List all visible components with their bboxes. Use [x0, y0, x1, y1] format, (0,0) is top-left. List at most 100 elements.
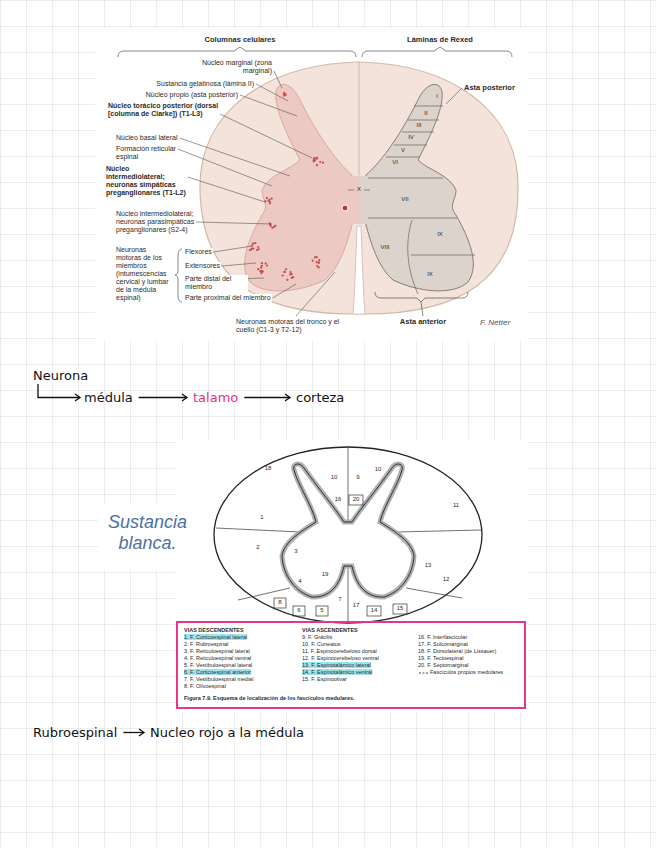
handwritten-note: Nucleo rojo a la médula	[150, 726, 304, 741]
legend-entry: 6. F. Corticoespinal anterior	[184, 669, 251, 675]
callout-number: 8	[273, 599, 287, 606]
legend-entry: 11. F. Espinocerebeloso dorsal	[302, 648, 417, 654]
neuron-dot	[254, 242, 256, 244]
neuron-dot	[271, 227, 273, 229]
legend-entry: 10. F. Cuneatus	[302, 641, 417, 647]
brackets	[118, 47, 512, 316]
callout-number: 16	[331, 496, 345, 503]
part-label: Asta anterior	[392, 318, 454, 327]
part-label: Flexores	[184, 248, 213, 256]
arrow-head	[75, 394, 80, 401]
lamina-lines	[348, 106, 475, 294]
callout-number: 9	[351, 474, 365, 481]
leader-line	[180, 138, 291, 176]
callout-number: 7	[333, 596, 347, 603]
handwritten-note: talamo	[193, 391, 238, 406]
callout-number: 13	[421, 562, 435, 569]
callout-number: 17	[349, 602, 363, 609]
neuron-dot	[316, 164, 318, 166]
legend-box: VIAS DESCENDENTES1. F. Corticoespinal la…	[176, 621, 526, 709]
legend-entry: 2. F. Rubroespinal	[184, 641, 299, 647]
part-label: Núcleo torácico posterior (dorsal [colum…	[108, 102, 220, 118]
legend-entry: 16. F. Interfascicular	[418, 634, 523, 640]
neuron-dot	[316, 157, 318, 159]
lamina-number: VI	[388, 159, 402, 166]
neuron-dot	[285, 268, 287, 270]
gray-matter-right	[366, 84, 473, 290]
part-label: Núcleo marginal (zona marginal)	[200, 59, 272, 75]
neuron-dot	[257, 268, 259, 270]
part-label: Núcleo basal lateral	[116, 134, 226, 142]
lamina-number: VII	[398, 196, 412, 203]
neuron-dot	[322, 162, 324, 164]
leader-line	[273, 284, 296, 298]
text-patch	[98, 505, 196, 570]
legend-entry: 4. F. Reticuloespinal ventral	[184, 655, 299, 661]
hand-arrow	[244, 397, 290, 398]
leader-line	[296, 272, 335, 316]
part-label: Núcleo propio (asta posterior)	[108, 91, 238, 99]
lamina-number: X	[352, 186, 366, 193]
neuron-dots	[249, 92, 324, 281]
lamina-number: IX	[423, 271, 437, 278]
legend-entry: 14. F. Espinotalámico ventral	[302, 669, 372, 675]
neuron-dot	[314, 157, 316, 159]
legend-entry: 13. F. Espinotalámico lateral	[302, 662, 371, 668]
signature: F. Netter	[480, 318, 510, 327]
neuron-dot	[269, 202, 271, 204]
lamina-number: IV	[404, 134, 418, 141]
neuron-dot	[266, 197, 268, 199]
callout-number: 12	[439, 576, 453, 583]
leader-line	[214, 246, 252, 252]
neuron-dot	[274, 225, 276, 227]
part-label: Parte proximal del miembro	[184, 294, 272, 302]
neuron-dot	[291, 277, 293, 279]
arrow-head	[139, 729, 144, 736]
lamina-number: IX	[433, 231, 447, 238]
overlay-title: Sustancia blanca.	[100, 512, 195, 553]
white-matter-outline	[214, 447, 482, 623]
callout-number: 14	[367, 607, 381, 614]
neuron-dot	[259, 270, 261, 272]
arrow-head	[182, 394, 187, 401]
lamina-number: II	[419, 110, 433, 117]
part-label: Asta posterior	[464, 84, 526, 93]
neuron-dot	[258, 248, 260, 250]
part-label: Neuronas motoras de los miembros (intume…	[116, 246, 173, 302]
hand-arrow	[139, 397, 187, 398]
arrow-head	[285, 394, 290, 401]
legend-entry: 3. F. Reticuloespinal lateral	[184, 648, 299, 654]
dashed-symbol	[419, 673, 429, 674]
neuron-dot	[261, 262, 263, 264]
neuron-dot	[269, 198, 271, 200]
callout-number: 5	[315, 607, 329, 614]
legend-entry: 18. F. Dorsolateral (de Lissauer)	[418, 648, 523, 654]
callout-number: 3	[289, 548, 303, 555]
part-label: Neuronas motoras del tronco y el cuello …	[236, 318, 351, 334]
part-label: Formación reticular espinal	[116, 145, 194, 161]
gray-commissure	[350, 176, 359, 224]
neuron-dot	[260, 267, 262, 269]
neuron-dot	[316, 265, 318, 267]
neuron-dot	[283, 271, 285, 273]
neuron-dot	[251, 245, 253, 247]
neuron-dot	[286, 279, 288, 281]
neuron-dot	[318, 259, 320, 261]
neuron-dot	[270, 225, 272, 227]
lamina-number: III	[412, 122, 426, 129]
callout-number: 2	[251, 544, 265, 551]
leader-line	[188, 177, 265, 202]
lamina-number: V	[396, 147, 410, 154]
heading: Láminas de Rexed	[385, 36, 495, 45]
callout-number: 19	[318, 571, 332, 578]
callout-number: 15	[393, 605, 407, 612]
figure-caption: Figura 7.9. Esquema de localización de l…	[184, 695, 514, 701]
callout-number: 4	[293, 578, 307, 585]
neuron-dot	[249, 249, 251, 251]
legend-entry: 15. F. Espinoolivar	[302, 676, 417, 682]
gray-matter-band	[282, 464, 414, 597]
callout-number: 18	[261, 465, 275, 472]
legend-entry: 7. F. Vestibuloespinal medial	[184, 676, 299, 682]
